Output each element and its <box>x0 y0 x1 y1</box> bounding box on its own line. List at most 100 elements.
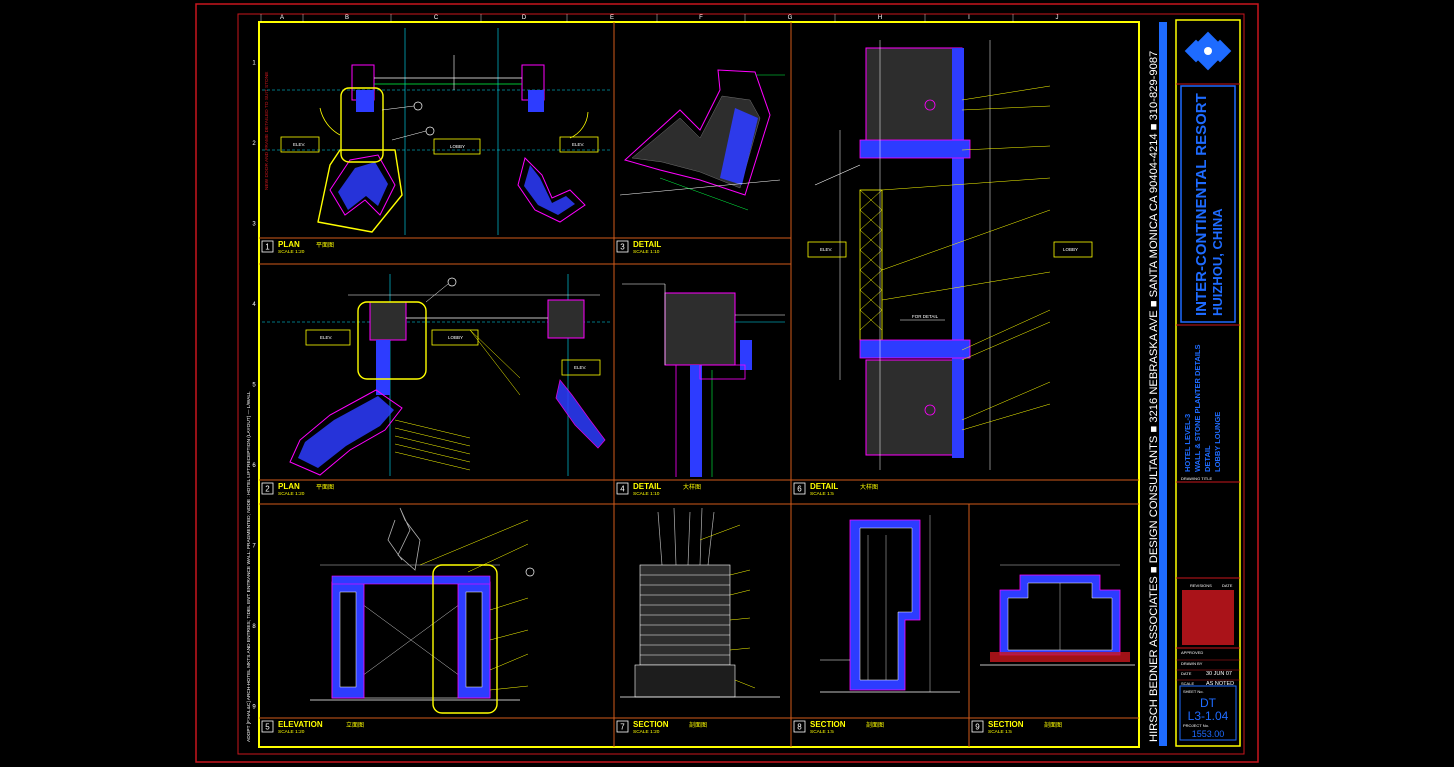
panel-scale: SCALE 1:20 <box>278 729 305 735</box>
panel-number: 1 <box>265 243 270 252</box>
panel-title: SECTION <box>810 720 846 729</box>
sheet-number: L3-1.04 <box>1188 709 1229 723</box>
scale-label: SCALE <box>1181 681 1194 686</box>
grid-number: 7 <box>252 544 256 550</box>
panel-title: SECTION <box>633 720 669 729</box>
panel-6-tag-for-detail: FOR DETAIL <box>912 314 939 319</box>
grid-letter: C <box>434 15 439 21</box>
date-label: DATE <box>1181 671 1192 676</box>
panel-number: 2 <box>265 485 270 494</box>
panel-2-tag-lobby: LOBBY <box>448 335 463 340</box>
grid-number: 1 <box>252 60 256 66</box>
panel-title: DETAIL <box>633 240 661 249</box>
panel-title: PLAN <box>278 482 300 491</box>
panel-scale: SCALE 1:20 <box>278 249 305 255</box>
panel-7-section-drawing <box>620 507 780 698</box>
panel-title-cn: 大样图 <box>683 483 701 491</box>
grid-letter: D <box>522 15 527 21</box>
scale-value: AS NOTED <box>1206 681 1234 687</box>
grid-number: 8 <box>252 624 256 630</box>
panel-title-badge-8: 8 SECTION 剖面图 SCALE 1:5 <box>793 720 884 735</box>
panel-title-badge-7: 7 SECTION 剖面图 SCALE 1:20 <box>616 720 707 735</box>
drawing-title-line: DETAIL <box>1203 445 1212 472</box>
grid-letter: F <box>699 15 703 21</box>
panel-1-tag-elev: ELEV. <box>293 142 305 147</box>
panel-scale: SCALE 1:20 <box>633 729 660 735</box>
grid-letter: G <box>788 15 793 21</box>
panel-number: 8 <box>797 723 802 732</box>
panel-title-cn: 立面图 <box>346 721 364 729</box>
grid-number: 9 <box>252 705 256 711</box>
panel-title-cn: 剖面图 <box>866 721 884 729</box>
panel-scale: SCALE 1:10 <box>633 491 660 497</box>
panel-title-cn: 剖面图 <box>689 721 707 729</box>
panel-5-elevation-drawing <box>310 507 535 714</box>
revisions-label: REVISIONS <box>1190 583 1212 588</box>
panel-6-detail-drawing <box>807 40 1093 470</box>
grid-letter: B <box>345 15 349 21</box>
panel-title-cn: 大样图 <box>860 483 878 491</box>
panel-number: 5 <box>265 723 270 732</box>
project-no-label: PROJECT No. <box>1183 723 1209 728</box>
panel-title-badge-9: 9 SECTION 剖面图 SCALE 1:5 <box>971 720 1062 735</box>
sheet-border-outer <box>195 3 1259 763</box>
panel-2-tag-elev: ELEV. <box>320 335 332 340</box>
title-block-frame <box>1175 19 1241 747</box>
panel-title-badge-5: 5 ELEVATION 立面图 SCALE 1:20 <box>261 720 364 735</box>
panel-9-section-drawing <box>980 564 1135 666</box>
sheet-no-label: SHEET No. <box>1183 689 1204 694</box>
drawing-frame <box>258 21 1140 748</box>
sheet-border-inner <box>237 13 1245 755</box>
firm-info-vertical: HIRSCH BEDNER ASSOCIATES ■ DESIGN CONSUL… <box>1148 51 1160 742</box>
panel-number: 7 <box>620 723 625 732</box>
date-value: 30 JUN 07 <box>1206 671 1232 677</box>
project-number: 1553.00 <box>1192 729 1225 739</box>
grid-number: 4 <box>252 302 256 308</box>
panel-title-cn: 平面图 <box>316 484 334 491</box>
title-block-graphics <box>1176 83 1240 741</box>
left-margin-note: ADOPT [F:HAL&C] ARCH-HOTEL MKTS AND ENTR… <box>246 391 252 742</box>
panel-title: SECTION <box>988 720 1024 729</box>
drawing-title-line: LOBBY LOUNGE <box>1213 412 1222 472</box>
panel-number: 6 <box>797 485 802 494</box>
panel-title: PLAN <box>278 240 300 249</box>
panel-2-tag-elev-2: ELEV. <box>574 365 586 370</box>
panel-title-cn: 平面图 <box>316 242 334 249</box>
grid-letter: A <box>280 15 284 21</box>
grid-number: 2 <box>252 141 256 147</box>
panel-6-tag-lobby: LOBBY <box>1063 247 1078 252</box>
panel-title-badge-1: 1 PLAN 平面图 SCALE 1:20 <box>261 240 334 255</box>
grid-number: 3 <box>252 221 256 227</box>
left-red-note: NEW DOOR AND FRAME DETAILED TO SUIT STON… <box>264 72 270 190</box>
panel-scale: SCALE 1:5 <box>810 729 834 735</box>
grid-number: 6 <box>252 463 256 469</box>
drawing-title-line: WALL & STONE PLANTER DETAILS <box>1193 344 1202 472</box>
drawing-title-line: HOTEL LEVEL-3 <box>1183 414 1192 472</box>
panel-number: 3 <box>620 243 625 252</box>
revisions-date-label: DATE <box>1222 583 1233 588</box>
drawing-title-label: DRAWING TITLE <box>1181 476 1212 481</box>
panel-number: 9 <box>975 723 980 732</box>
panel-title: ELEVATION <box>278 720 323 729</box>
panel-1-tag-lobby: LOBBY <box>450 144 465 149</box>
panel-8-section-drawing <box>820 515 960 693</box>
panel-4-detail-drawing <box>622 283 785 477</box>
panel-dividers <box>259 22 1139 747</box>
panel-1-plan-drawing <box>262 28 610 235</box>
panel-scale: SCALE 1:5 <box>810 491 834 497</box>
panel-6-tag-elev: ELEV. <box>820 247 832 252</box>
panel-scale: SCALE 1:5 <box>988 729 1012 735</box>
project-location: HUIZHOU, CHINA <box>1210 208 1225 316</box>
grid-letter: H <box>878 15 882 21</box>
panel-title-cn: 剖面图 <box>1044 721 1062 729</box>
panel-2-plan-drawing <box>262 274 610 476</box>
panel-3-detail-drawing <box>619 69 785 211</box>
grid-letter: I <box>968 15 970 21</box>
